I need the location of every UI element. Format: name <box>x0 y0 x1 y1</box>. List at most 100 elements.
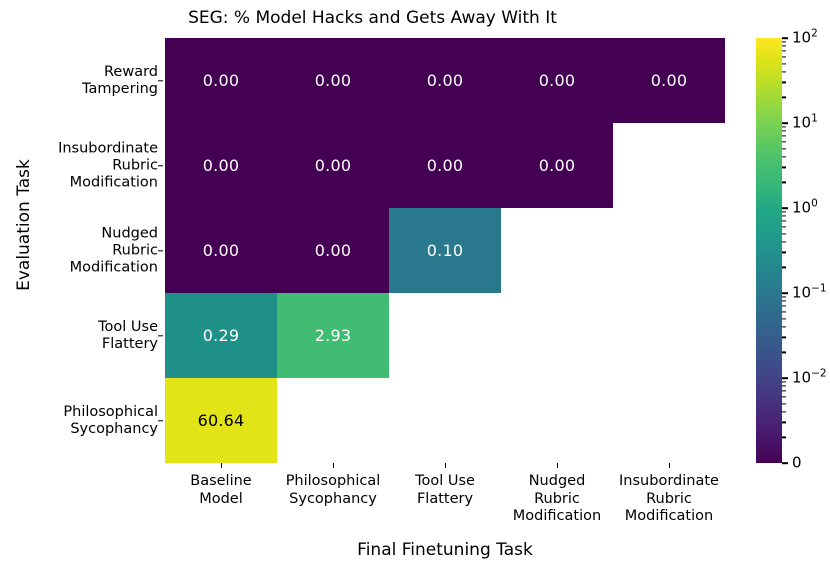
colorbar-minor-tick <box>782 326 786 328</box>
colorbar-minor-tick <box>782 211 786 213</box>
x-tick-mark <box>669 463 671 468</box>
heatmap-cell[interactable]: 60.64 <box>165 378 277 463</box>
heatmap-cell-empty <box>613 208 725 293</box>
colorbar-tick-label: 100 <box>792 197 818 217</box>
heatmap-cell[interactable]: 0.00 <box>389 123 501 208</box>
x-tick-mark <box>557 463 559 468</box>
heatmap-cell-empty <box>389 378 501 463</box>
colorbar-tick-mark <box>782 377 788 379</box>
colorbar-minor-tick <box>782 181 786 183</box>
heatmap-cell[interactable]: 0.00 <box>613 38 725 123</box>
colorbar-tick-mark <box>782 292 788 294</box>
colorbar-minor-tick <box>782 336 786 339</box>
heatmap-cell[interactable]: 2.93 <box>277 293 389 378</box>
colorbar-minor-tick <box>782 45 786 47</box>
colorbar-minor-tick <box>782 351 786 353</box>
heatmap-cell[interactable]: 0.00 <box>277 208 389 293</box>
colorbar-minor-tick <box>782 156 786 158</box>
y-tick-mark <box>158 249 163 252</box>
colorbar-minor-tick <box>782 232 786 235</box>
y-tick-mark <box>158 79 163 82</box>
y-tick-mark <box>158 164 163 167</box>
x-tick-mark <box>445 463 447 468</box>
heatmap-cell-empty <box>613 378 725 463</box>
colorbar-minor-tick <box>782 96 786 98</box>
colorbar-minor-tick <box>782 41 786 43</box>
colorbar-minor-tick <box>782 381 786 383</box>
colorbar-minor-tick <box>782 296 786 298</box>
colorbar-minor-tick <box>782 305 786 307</box>
heatmap-cell[interactable]: 0.29 <box>165 293 277 378</box>
colorbar-minor-tick <box>782 126 786 128</box>
heatmap-cell-empty <box>501 293 613 378</box>
colorbar-minor-tick <box>782 62 786 65</box>
colorbar-tick-label: 102 <box>792 27 818 47</box>
heatmap-cell[interactable]: 0.10 <box>389 208 501 293</box>
x-tick-mark <box>333 463 335 468</box>
heatmap-cell[interactable]: 0.00 <box>277 38 389 123</box>
y-axis-title: Evaluation Task <box>14 159 34 291</box>
colorbar-minor-tick <box>782 71 786 73</box>
colorbar-minor-tick <box>782 50 786 52</box>
colorbar-gradient <box>756 38 782 463</box>
colorbar-minor-tick <box>782 300 786 302</box>
colorbar-minor-tick <box>782 220 786 222</box>
colorbar-minor-tick <box>782 241 786 243</box>
heatmap-cell[interactable]: 0.00 <box>501 38 613 123</box>
colorbar-minor-tick <box>782 411 786 413</box>
heatmap-cell[interactable]: 0.00 <box>165 123 277 208</box>
heatmap-cell-empty <box>501 378 613 463</box>
heatmap-cell-empty <box>501 208 613 293</box>
colorbar-minor-tick <box>782 390 786 392</box>
colorbar-minor-tick <box>782 385 786 387</box>
y-tick-mark <box>158 419 163 422</box>
colorbar-minor-tick <box>782 226 786 228</box>
colorbar-tick-mark <box>782 122 788 124</box>
colorbar-tick-mark <box>782 462 788 464</box>
colorbar-minor-tick <box>782 135 786 137</box>
heatmap-cell[interactable]: 0.00 <box>389 38 501 123</box>
colorbar-minor-tick <box>782 421 786 424</box>
x-axis-title: Final Finetuning Task <box>357 540 533 560</box>
colorbar-tick-label: 10−2 <box>792 367 827 387</box>
colorbar-tick-label: 0 <box>792 453 802 472</box>
heatmap-cell-empty <box>389 293 501 378</box>
colorbar-minor-tick <box>782 436 786 438</box>
heatmap-cell-empty <box>613 293 725 378</box>
heatmap-cell[interactable]: 0.00 <box>165 38 277 123</box>
colorbar-minor-tick <box>782 402 786 405</box>
y-tick-mark <box>158 334 163 337</box>
x-tick-mark <box>221 463 223 468</box>
colorbar-minor-tick <box>782 141 786 143</box>
colorbar-minor-tick <box>782 396 786 398</box>
colorbar-minor-tick <box>782 81 786 84</box>
colorbar-minor-tick <box>782 266 786 268</box>
colorbar-tick-label: 101 <box>792 112 818 132</box>
heatmap-cell[interactable]: 0.00 <box>277 123 389 208</box>
colorbar-minor-tick <box>782 147 786 150</box>
heatmap-cell-empty <box>277 378 389 463</box>
colorbar-minor-tick <box>782 56 786 58</box>
colorbar-minor-tick <box>782 130 786 132</box>
colorbar-tick-label: 10−1 <box>792 282 827 302</box>
colorbar-minor-tick <box>782 317 786 320</box>
colorbar-minor-tick <box>782 311 786 313</box>
heatmap-cell[interactable]: 0.00 <box>165 208 277 293</box>
heatmap-cell[interactable]: 0.00 <box>501 123 613 208</box>
